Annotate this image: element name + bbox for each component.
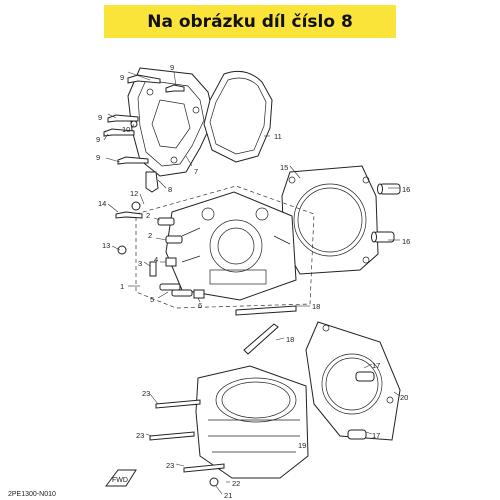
cylinder-studs bbox=[149, 399, 225, 487]
callout-2: 2 bbox=[148, 231, 152, 240]
cylinder-head-gasket bbox=[281, 165, 379, 275]
diagram-code: 2PE1300-N010 bbox=[8, 491, 56, 498]
callout-9: 9 bbox=[120, 73, 124, 82]
callout-9: 9 bbox=[170, 63, 174, 72]
callout-9: 9 bbox=[98, 113, 102, 122]
callout-23: 23 bbox=[166, 461, 174, 470]
cylinder-head bbox=[135, 185, 315, 309]
callout-21: 21 bbox=[224, 491, 232, 500]
callout-3: 3 bbox=[138, 259, 142, 268]
leader-lines bbox=[103, 71, 401, 495]
callout-9: 9 bbox=[96, 135, 100, 144]
callout-5: 5 bbox=[150, 295, 154, 304]
callout-6: 6 bbox=[198, 301, 202, 310]
callout-20: 20 bbox=[400, 393, 408, 402]
callout-19: 19 bbox=[298, 441, 306, 450]
callout-12: 12 bbox=[130, 189, 138, 198]
callout-14: 14 bbox=[98, 199, 106, 208]
callout-22: 22 bbox=[232, 479, 240, 488]
dowel-pins-upper bbox=[371, 183, 401, 243]
callout-8: 8 bbox=[168, 185, 172, 194]
callout-16: 16 bbox=[402, 237, 410, 246]
head-cover-gasket bbox=[203, 70, 273, 163]
title-banner: Na obrázku díl číslo 8 bbox=[104, 5, 396, 38]
callout-18: 18 bbox=[286, 335, 294, 344]
callout-2: 2 bbox=[146, 211, 150, 220]
callout-9: 9 bbox=[96, 153, 100, 162]
head-small-parts bbox=[115, 201, 205, 299]
callout-7: 7 bbox=[194, 167, 198, 176]
callout-16: 16 bbox=[402, 185, 410, 194]
fwd-text: FWD bbox=[112, 477, 128, 484]
callout-11: 11 bbox=[274, 132, 282, 141]
cylinder-block bbox=[195, 365, 309, 479]
cylinder-head-cover bbox=[127, 67, 215, 177]
callout-17: 17 bbox=[372, 431, 380, 440]
callout-23: 23 bbox=[142, 389, 150, 398]
callout-4: 4 bbox=[154, 255, 158, 264]
callout-17: 17 bbox=[372, 361, 380, 370]
callout-1: 1 bbox=[120, 282, 124, 291]
callout-18: 18 bbox=[312, 302, 320, 311]
fwd-arrow: FWD bbox=[105, 469, 137, 487]
title-text: Na obrázku díl číslo 8 bbox=[147, 11, 353, 32]
callout-labels: 9 9 9 10 9 9 7 8 11 12 15 16 16 14 2 2 1… bbox=[8, 63, 410, 500]
head-bolts bbox=[235, 305, 297, 355]
callout-10: 10 bbox=[122, 125, 130, 134]
callout-13: 13 bbox=[102, 241, 110, 250]
cover-bolts bbox=[103, 74, 185, 193]
dowel-pins-lower bbox=[347, 371, 375, 440]
cylinder-base-gasket bbox=[305, 321, 401, 441]
callout-15: 15 bbox=[280, 163, 288, 172]
callout-23: 23 bbox=[136, 431, 144, 440]
